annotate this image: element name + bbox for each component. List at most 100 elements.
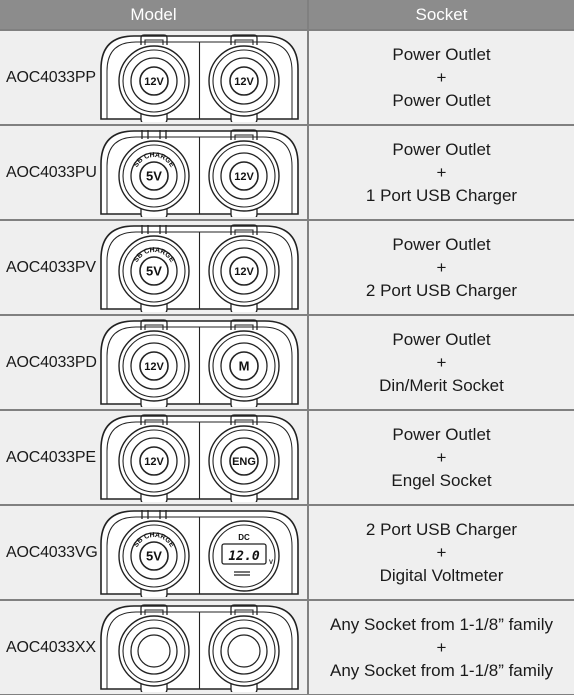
- socket-face: [139, 161, 169, 191]
- model-name: AOC4033XX: [6, 638, 96, 656]
- socket-description: Power Outlet: [392, 91, 491, 110]
- column-header-model: Model: [0, 0, 307, 29]
- model-name: AOC4033PV: [6, 258, 96, 276]
- socket-cell: Power Outlet +2 Port USB Charger: [309, 221, 574, 314]
- socket-label: 12V: [234, 266, 254, 278]
- socket-description: Power Outlet: [392, 140, 491, 159]
- voltmeter-dc-label: DC: [238, 533, 250, 542]
- table-row: AOC4033PV5VUSB CHARGER12V Power Outlet +2 …: [0, 218, 574, 315]
- left-socket: 12V: [118, 319, 190, 410]
- socket-label: M: [239, 359, 250, 374]
- model-name: AOC4033PE: [6, 448, 96, 466]
- socket-label: 5V: [146, 169, 162, 184]
- table-row: AOC4033VG5VUSB CHARGERDC12.0V2 Port USB …: [0, 503, 574, 600]
- left-socket: 12V: [118, 34, 190, 125]
- socket-label: ENG: [232, 456, 256, 468]
- right-socket: [208, 604, 280, 695]
- socket-face: [139, 446, 169, 476]
- model-cell: AOC4033PU5VUSB CHARGER12V: [0, 123, 307, 220]
- cap-hinge: [141, 225, 167, 234]
- socket-face: [227, 634, 261, 668]
- cap-hinge: [141, 130, 167, 139]
- panel-illustration: 12V ENG: [98, 413, 301, 505]
- socket-face: [139, 351, 169, 381]
- dual-socket-panel-icon: [100, 604, 299, 695]
- plus-sign: +: [436, 543, 447, 562]
- socket-cell: 2 Port USB Charger+Digital Voltmeter: [309, 506, 574, 599]
- socket-description: Engel Socket: [391, 471, 492, 490]
- socket-face: [229, 351, 259, 381]
- voltmeter-battery-icon: [234, 571, 250, 576]
- plus-sign: +: [436, 68, 447, 87]
- right-socket: ENG: [208, 414, 280, 505]
- voltmeter-reading: 12.0: [228, 549, 259, 564]
- dual-socket-panel-icon: 12V ENG: [100, 414, 299, 505]
- socket-cell: Power Outlet+1 Port USB Charger: [309, 126, 574, 219]
- right-socket: 12V: [208, 129, 280, 220]
- dual-socket-panel-icon: 5VUSB CHARGER12V: [95, 123, 299, 220]
- socket-cell: Power Outlet + Engel Socket: [309, 411, 574, 504]
- plus-sign: +: [436, 448, 447, 467]
- table-row: AOC4033PE 12V ENG Power Outlet + Engel Socket: [0, 411, 574, 505]
- model-cell: AOC4033XX: [0, 601, 307, 695]
- plus-sign: +: [436, 258, 447, 277]
- panel-illustration: 5VUSB CHARGER12V: [95, 123, 301, 220]
- model-name: AOC4033PU: [6, 163, 97, 181]
- model-cell: AOC4033PD 12V M: [0, 316, 307, 410]
- model-name: AOC4033PD: [6, 353, 97, 371]
- model-cell: AOC4033VG5VUSB CHARGERDC12.0V: [0, 503, 307, 600]
- socket-label: 12V: [144, 76, 164, 88]
- plus-sign: +: [436, 353, 447, 372]
- panel-illustration: 5VUSB CHARGER12V: [95, 218, 301, 315]
- left-socket: [118, 604, 190, 695]
- table-row: AOC4033PU5VUSB CHARGER12VPower Outlet+1 …: [0, 123, 574, 220]
- cap-hinge: [140, 604, 168, 615]
- cap-hinge: [230, 604, 258, 615]
- panel-illustration: 5VUSB CHARGERDC12.0V: [95, 503, 301, 600]
- model-cell: AOC4033PV5VUSB CHARGER12V: [0, 218, 307, 315]
- socket-face: [139, 256, 169, 286]
- socket-cell: Power Outlet+Power Outlet: [309, 31, 574, 124]
- dual-socket-panel-icon: 12V 12V: [100, 34, 299, 125]
- socket-face: [229, 66, 259, 96]
- socket-label: 12V: [144, 456, 164, 468]
- voltmeter-display: [221, 543, 267, 565]
- cap-hinge: [230, 224, 258, 235]
- cap-hinge: [230, 414, 258, 425]
- socket-cell: Any Socket from 1-1/8” family+Any Socket…: [309, 601, 574, 694]
- cap-hinge: [140, 319, 168, 330]
- socket-face: [229, 256, 259, 286]
- socket-description: Digital Voltmeter: [379, 566, 504, 585]
- socket-description: 2 Port USB Charger: [365, 281, 518, 300]
- socket-description: Power Outlet: [392, 235, 491, 254]
- cap-hinge: [230, 319, 258, 330]
- panel-illustration: [98, 603, 301, 695]
- socket-description: Din/Merit Socket: [379, 376, 504, 395]
- left-socket: 12V: [118, 414, 190, 505]
- socket-face: [229, 446, 259, 476]
- panel-illustration: 12V M: [98, 318, 301, 410]
- socket-face: [139, 66, 169, 96]
- dual-socket-panel-icon: 5VUSB CHARGER12V: [95, 218, 299, 315]
- socket-face: [137, 634, 171, 668]
- cap-hinge: [230, 129, 258, 140]
- model-name: AOC4033VG: [6, 543, 98, 561]
- socket-face: [139, 541, 169, 571]
- socket-label: 12V: [234, 171, 254, 183]
- dual-socket-panel-icon: 12V M: [100, 319, 299, 410]
- socket-label: 5V: [146, 264, 162, 279]
- socket-label: 5V: [146, 549, 162, 564]
- socket-label: 12V: [234, 76, 254, 88]
- socket-description: 1 Port USB Charger: [365, 186, 518, 205]
- socket-label: 12V: [144, 361, 164, 373]
- socket-description: Power Outlet: [392, 425, 491, 444]
- socket-description: Any Socket from 1-1/8” family: [330, 661, 553, 680]
- socket-face: [229, 161, 259, 191]
- voltmeter-unit: V: [269, 560, 273, 566]
- socket-description: Power Outlet: [392, 330, 491, 349]
- model-cell: AOC4033PE 12V ENG: [0, 411, 307, 505]
